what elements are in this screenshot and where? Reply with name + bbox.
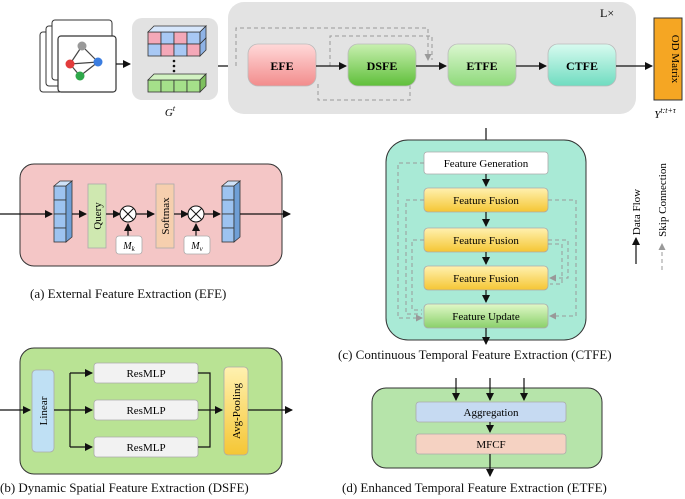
- etfe-aggregation-block: [415, 401, 567, 423]
- ctfe-fusion-label: Feature Fusion: [453, 273, 519, 285]
- dsfe-resmlp-label: ResMLP: [126, 442, 165, 454]
- efe-mv-block: [183, 235, 211, 255]
- etfe-aggregation-label: Aggregation: [464, 407, 519, 419]
- ctfe-skip-left-inner: [405, 199, 424, 315]
- efe-softmax-block: [155, 183, 175, 249]
- ctfe-generation-label: Feature Generation: [444, 158, 529, 170]
- dsfe-caption: (b) Dynamic Spatial Feature Extraction (…: [0, 480, 249, 495]
- skip-connection-top: [235, 27, 432, 66]
- efe-query-block: [87, 183, 107, 249]
- module-etfe: [447, 43, 517, 87]
- dsfe-linear-label: Linear: [38, 396, 50, 425]
- efe-caption: (a) External Feature Extraction (EFE): [30, 286, 227, 301]
- etfe-caption: (d) Enhanced Temporal Feature Extraction…: [342, 480, 607, 495]
- ctfe-skip-right-inner: [548, 243, 563, 285]
- repeat-label: L×: [600, 6, 614, 20]
- output-var-label: Yt:t+τ: [654, 106, 677, 121]
- module-efe: [247, 43, 317, 87]
- etfe-mfcf-label: MFCF: [476, 439, 505, 451]
- efe-mv-label: Mv: [190, 241, 203, 253]
- dsfe-resmlp-label: ResMLP: [126, 368, 165, 380]
- output-od-matrix: [653, 17, 683, 101]
- ellipsis-dots: [172, 59, 176, 73]
- efe-input-tensor: [52, 180, 74, 243]
- skip-connection-inner: [329, 35, 433, 66]
- ctfe-skip-right-outer: [548, 199, 577, 320]
- multiply-icon: [119, 205, 137, 223]
- module-dsfe: [347, 43, 417, 87]
- etfe-panel: [371, 387, 603, 469]
- module-efe-label: EFE: [270, 59, 293, 73]
- dsfe-pool-label: Avg-Pooling: [231, 382, 243, 439]
- legend-skip-label: Skip Connection: [657, 163, 669, 237]
- efe-softmax-label: Softmax: [160, 197, 172, 235]
- dsfe-linear-block: [31, 369, 55, 453]
- ctfe-skip-left-outer: [397, 162, 424, 322]
- efe-mk-block: [115, 235, 143, 255]
- feature-cube-top: [147, 25, 207, 57]
- graph-stack-icon: [39, 19, 117, 93]
- feature-cube-bottom: [147, 73, 207, 93]
- etfe-mfcf-block: [415, 433, 567, 455]
- ctfe-skip-right-mid: [548, 239, 569, 282]
- skip-connection-bottom: [317, 66, 411, 101]
- ctfe-skip-left-inner2: [411, 239, 424, 311]
- module-dsfe-label: DSFE: [367, 59, 398, 73]
- graph-label: Gt: [165, 104, 176, 119]
- output-od-matrix-label: OD Matrix: [669, 35, 681, 84]
- ctfe-caption: (c) Continuous Temporal Feature Extracti…: [338, 347, 612, 362]
- module-etfe-label: ETFE: [466, 59, 497, 73]
- multiply-icon: [187, 205, 205, 223]
- ctfe-fusion-label: Feature Fusion: [453, 235, 519, 247]
- efe-query-label: Query: [92, 202, 104, 230]
- efe-mk-label: Mk: [122, 241, 135, 253]
- efe-output-tensor: [220, 180, 242, 243]
- ctfe-fusion-label: Feature Fusion: [453, 195, 519, 207]
- module-ctfe-label: CTFE: [566, 59, 598, 73]
- legend-data-flow-label: Data Flow: [631, 189, 643, 235]
- ctfe-update-label: Feature Update: [452, 311, 520, 323]
- module-ctfe: [547, 43, 617, 87]
- dsfe-pool-block: [223, 366, 249, 456]
- dsfe-resmlp-label: ResMLP: [126, 405, 165, 417]
